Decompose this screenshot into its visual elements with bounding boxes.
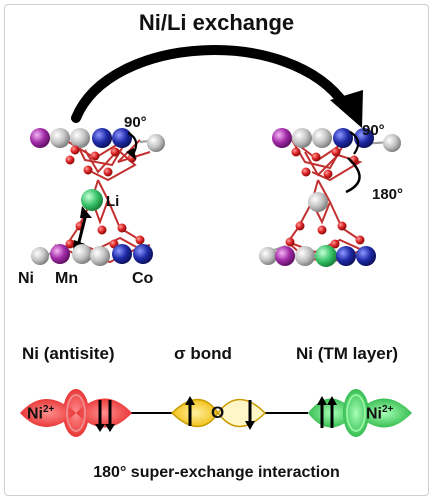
right-angle-top-label: 90° xyxy=(362,122,385,139)
right-structure xyxy=(259,128,401,267)
ni2plus-right-label: Ni2+ xyxy=(366,404,393,423)
sigma-bond-label: σ bond xyxy=(174,344,232,363)
mn-atom xyxy=(50,244,70,264)
mn-atom xyxy=(275,246,295,266)
co-atom xyxy=(333,128,353,148)
ni-left-charge: 2+ xyxy=(43,404,55,415)
co-label: Co xyxy=(132,270,154,287)
co-atom xyxy=(133,244,153,264)
ni-left-symbol: Ni xyxy=(27,405,43,423)
ni-antisite-atom xyxy=(308,192,328,212)
ni-tm-layer-orbital xyxy=(308,389,412,437)
ni-atom xyxy=(90,246,110,266)
li-atom xyxy=(315,245,337,267)
left-angle-label: 90° xyxy=(124,114,147,131)
exchange-arrow xyxy=(71,45,363,128)
ni-label: Ni xyxy=(18,270,34,287)
mn-atom xyxy=(272,128,292,148)
co-atom xyxy=(356,246,376,266)
ni-tm-layer-label: Ni (TM layer) xyxy=(296,344,399,363)
oxygen-orbital xyxy=(170,396,267,430)
co-atom xyxy=(92,128,112,148)
li-label: Li xyxy=(106,193,120,210)
caption: 180° super-exchange interaction xyxy=(93,464,340,481)
co-atom xyxy=(112,244,132,264)
mn-atom xyxy=(30,128,50,148)
li-atom xyxy=(81,189,103,211)
mn-label: Mn xyxy=(55,270,79,287)
ni-right-symbol: Ni xyxy=(366,405,382,423)
ni-atom xyxy=(383,134,401,152)
right-angle-side-label: 180° xyxy=(372,186,404,203)
ni-antisite-orbital xyxy=(20,389,132,437)
figure-title: Ni/Li exchange xyxy=(138,10,295,35)
ni-atom xyxy=(72,244,92,264)
oxygen-label: O xyxy=(211,403,225,422)
ni-atom xyxy=(292,128,312,148)
ni-atom xyxy=(31,247,49,265)
ni-atom xyxy=(147,134,165,152)
left-structure xyxy=(30,128,165,266)
ni-atom xyxy=(312,128,332,148)
co-atom xyxy=(336,246,356,266)
orbital-diagram xyxy=(20,389,412,437)
co-atom xyxy=(112,128,132,148)
ni-atom xyxy=(259,247,277,265)
ni-right-charge: 2+ xyxy=(382,404,394,415)
ni-atom xyxy=(50,128,70,148)
ni-antisite-label: Ni (antisite) xyxy=(22,344,115,363)
ni2plus-left-label: Ni2+ xyxy=(27,404,54,423)
ni-atom xyxy=(70,128,90,148)
ni-atom xyxy=(295,246,315,266)
